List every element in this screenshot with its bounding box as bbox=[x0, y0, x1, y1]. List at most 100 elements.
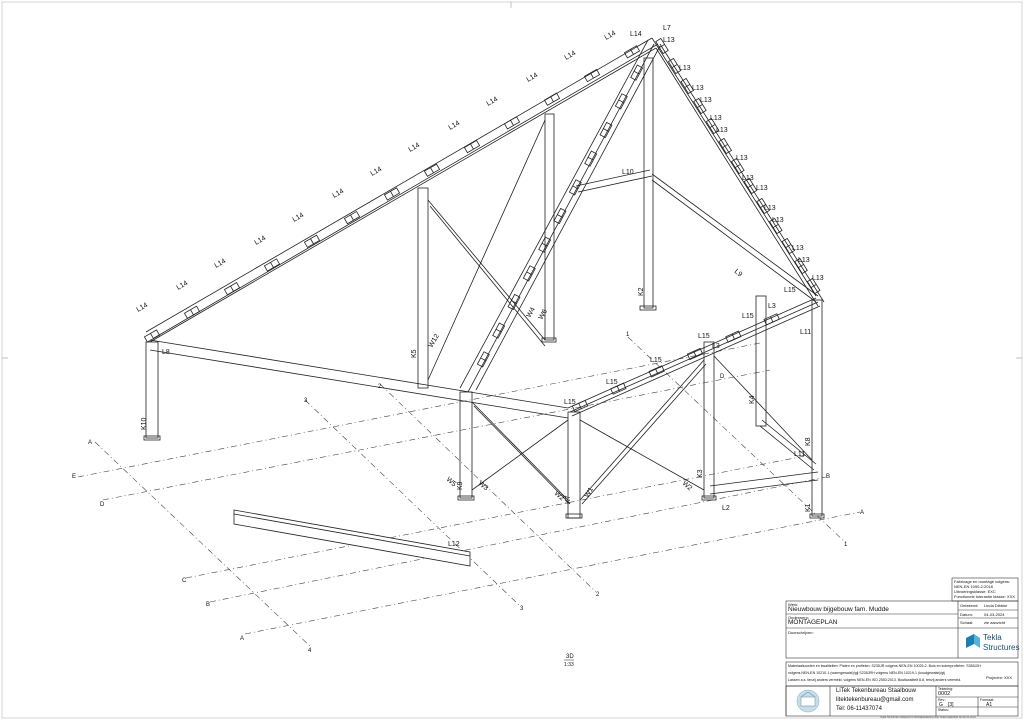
label-K1: K1 bbox=[805, 503, 812, 512]
label-L13: L13 bbox=[742, 175, 754, 182]
label-L15: L15 bbox=[784, 287, 796, 294]
label-K9: K9 bbox=[457, 481, 464, 490]
label-L13: L13 bbox=[700, 97, 712, 104]
label-L3: L3 bbox=[768, 303, 776, 310]
label-L14: L14 bbox=[292, 212, 306, 224]
grid-label-A: A bbox=[860, 510, 864, 516]
label-L14: L14 bbox=[526, 72, 540, 84]
onderwerp-label: Onderwerp: bbox=[788, 615, 809, 620]
purlin-cleat bbox=[705, 117, 720, 135]
purlin-cleat bbox=[781, 237, 796, 255]
werk-label: Werk: bbox=[788, 602, 799, 607]
purlin-cleat bbox=[630, 64, 644, 81]
label-L7: L7 bbox=[663, 25, 671, 32]
purlin-cleat bbox=[794, 257, 808, 275]
tekening-label: Tekening: bbox=[938, 687, 953, 691]
purlin-cleat bbox=[584, 150, 598, 167]
purlin-cleat bbox=[263, 258, 281, 272]
grid-label-3: 3 bbox=[520, 606, 524, 612]
purlin-cleat bbox=[756, 197, 770, 215]
purlin-cleats bbox=[143, 37, 821, 413]
label-L8: L8 bbox=[162, 349, 170, 356]
purlin-cleat bbox=[492, 322, 506, 339]
grid-label-1: 1 bbox=[844, 542, 848, 548]
grid-label-E: E bbox=[72, 474, 76, 480]
spec-line: Fabricage en montage volgens: bbox=[954, 579, 1011, 584]
rev-index: [3] bbox=[948, 702, 954, 708]
purlin-cleat bbox=[599, 121, 613, 139]
label-W5: W5 bbox=[445, 476, 458, 488]
purlin-cleat bbox=[583, 68, 601, 83]
notes-line: Lassen a.s. tenzij anders vermeld, volge… bbox=[788, 678, 962, 682]
grid-lines bbox=[77, 336, 861, 649]
rev-value: G bbox=[939, 702, 943, 708]
grid-label-2: 2 bbox=[596, 592, 600, 598]
label-W1: W1 bbox=[584, 486, 595, 499]
label-L14: L14 bbox=[408, 142, 422, 154]
purlin-cleat bbox=[648, 365, 665, 378]
grid-label-2: 2 bbox=[378, 384, 382, 390]
company-tel: Tel: 06-11437074 bbox=[836, 706, 882, 712]
label-L2: L2 bbox=[722, 505, 730, 512]
label-L15: L15 bbox=[564, 399, 576, 406]
purlin-cleat bbox=[610, 382, 627, 395]
label-L13: L13 bbox=[798, 257, 810, 264]
label-L14: L14 bbox=[332, 188, 346, 200]
spec-line: NEN-EN 1090-2:2018 bbox=[954, 584, 993, 589]
purlin-cleat bbox=[538, 236, 552, 253]
purlin-cleat bbox=[183, 305, 201, 319]
purlin-cleat bbox=[743, 177, 758, 195]
label-L14: L14 bbox=[176, 280, 190, 292]
purlin-cleat bbox=[667, 57, 682, 75]
grid-label-1: 1 bbox=[626, 332, 630, 338]
label-L14: L14 bbox=[254, 235, 268, 247]
label-K2: K2 bbox=[638, 287, 645, 296]
label-K3: K3 bbox=[697, 469, 704, 478]
grid-label-D: D bbox=[100, 502, 105, 508]
purlin-cleat bbox=[463, 139, 481, 154]
grid-labels: A A A B B C D D E 1 1 2 2 3 3 4 bbox=[72, 332, 864, 654]
purlin-cleat bbox=[522, 265, 536, 282]
getekend-label: Getekend: bbox=[960, 603, 979, 608]
purlin-cleat bbox=[768, 217, 783, 235]
tekla-logo-secondary: Structures bbox=[983, 643, 1020, 652]
label-L14: L14 bbox=[370, 166, 384, 178]
grid-label-A: A bbox=[240, 636, 244, 642]
grid-label-4: 4 bbox=[308, 648, 312, 654]
getekend-value: Linda Dibbke bbox=[984, 603, 1008, 608]
notes-line: Materiaalsoorten en kwaliteiten: Platen … bbox=[788, 664, 981, 668]
label-L13: L13 bbox=[764, 205, 776, 212]
purlin-cleat bbox=[303, 234, 321, 248]
purlin-cleat bbox=[568, 179, 582, 196]
purlin-cleat bbox=[686, 347, 704, 361]
purlin-cleat bbox=[718, 137, 733, 155]
member-labels: L14 L14 L14 L14 L14 L14 L14 L14 L14 L14 … bbox=[136, 25, 824, 548]
label-L14: L14 bbox=[448, 120, 462, 132]
label-L13: L13 bbox=[716, 127, 728, 134]
company-name: LiTek Tekenbureau Staalbouw bbox=[836, 688, 916, 694]
label-K4: K4 bbox=[749, 395, 756, 404]
purlin-cleat bbox=[806, 277, 821, 295]
notes-line: volgens NEN-EN 10210-1 (warmgewalst)/gij… bbox=[788, 671, 945, 675]
grid-label-B: B bbox=[826, 474, 830, 480]
label-L13: L13 bbox=[663, 37, 675, 44]
grid-label-C: C bbox=[182, 578, 187, 584]
schaal-value: zie aanzicht bbox=[984, 620, 1006, 625]
status-label: Status: bbox=[938, 708, 949, 712]
label-K7: K7 bbox=[565, 495, 572, 504]
onderwerp-value: MONTAGEPLAN bbox=[788, 619, 838, 626]
label-W2: W2 bbox=[681, 480, 694, 492]
label-L14: L14 bbox=[630, 31, 642, 38]
purlin-cleat bbox=[571, 399, 589, 413]
tekening-value: 0002 bbox=[938, 691, 951, 697]
label-L13: L13 bbox=[679, 65, 691, 72]
label-L11: L11 bbox=[794, 451, 805, 458]
datum-value: 04-03-2024 bbox=[984, 612, 1005, 617]
purlin-cleat bbox=[476, 351, 490, 368]
grid-label-A: A bbox=[88, 440, 92, 446]
purlin-cleat bbox=[543, 92, 561, 106]
steel-structure bbox=[143, 37, 825, 567]
label-L13: L13 bbox=[736, 155, 748, 162]
